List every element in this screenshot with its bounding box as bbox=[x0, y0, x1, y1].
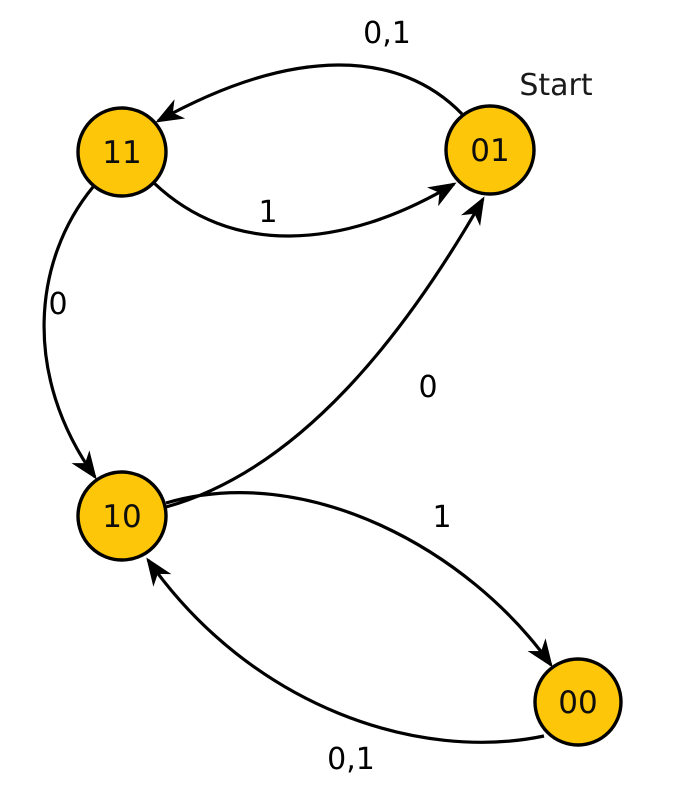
state-label-10: 10 bbox=[102, 499, 141, 535]
transition-label-10-to-00: 1 bbox=[432, 500, 451, 535]
state-circle-11 bbox=[76, 106, 168, 198]
transition-00-to-10 bbox=[146, 557, 545, 744]
transition-01-to-11 bbox=[155, 63, 464, 123]
transition-10-to-01 bbox=[165, 196, 485, 509]
transition-label-10-to-01: 0 bbox=[418, 370, 437, 405]
state-label-11: 11 bbox=[102, 135, 141, 171]
transition-label-11-to-10: 0 bbox=[48, 287, 67, 322]
transition-11-to-10 bbox=[42, 185, 97, 480]
start-label: Start bbox=[519, 68, 593, 103]
state-label-01: 01 bbox=[470, 133, 509, 169]
transition-10-to-00 bbox=[165, 491, 553, 668]
state-node-10: 10 bbox=[76, 470, 168, 562]
transition-label-00-to-10: 0,1 bbox=[327, 742, 375, 777]
state-label-00: 00 bbox=[558, 685, 597, 721]
state-node-00: 00 bbox=[533, 657, 623, 747]
transition-11-to-01 bbox=[152, 181, 457, 238]
state-circle-10 bbox=[76, 470, 168, 562]
state-circle-00 bbox=[533, 657, 623, 747]
transition-label-11-to-01: 1 bbox=[258, 195, 277, 230]
state-circle-01 bbox=[444, 104, 536, 196]
state-node-01: 01 bbox=[444, 104, 536, 196]
state-node-11: 11 bbox=[76, 106, 168, 198]
transition-label-01-to-11: 0,1 bbox=[363, 16, 411, 51]
